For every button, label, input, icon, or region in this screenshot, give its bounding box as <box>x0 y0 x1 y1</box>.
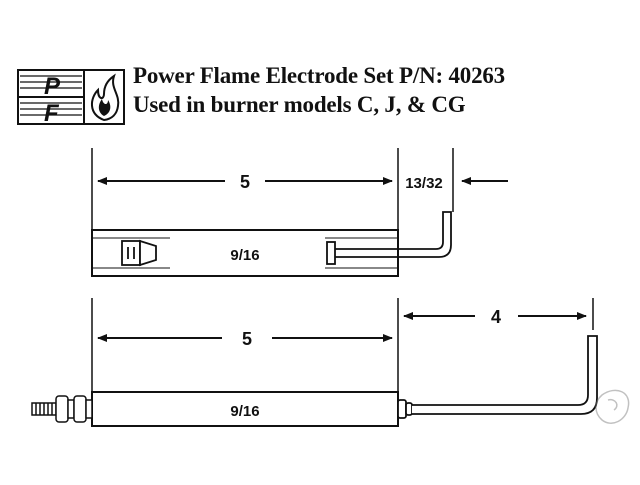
top-diameter-label: 9/16 <box>230 247 259 264</box>
logo-letter-f: F <box>44 100 60 127</box>
ebay-watermark-icon <box>595 389 630 424</box>
bottom-electrode-drawing: 5 4 9/16 <box>31 298 598 427</box>
flame-icon <box>91 73 120 122</box>
logo-stripes <box>20 75 82 116</box>
page-title: Power Flame Electrode Set P/N: 40263 <box>133 63 505 88</box>
rod-extension-label: 4 <box>491 307 501 327</box>
bottom-length-label: 5 <box>242 329 252 349</box>
electrode-rod-bottom <box>397 335 598 419</box>
electrode-rod-top <box>326 211 452 265</box>
gap-label: 13/32 <box>405 175 443 192</box>
top-length-label: 5 <box>240 172 250 192</box>
page-subtitle: Used in burner models C, J, & CG <box>133 92 466 117</box>
top-electrode-drawing: 5 13/32 9/16 <box>91 148 508 277</box>
threaded-terminal <box>31 395 93 423</box>
logo-letter-p: P <box>44 73 61 100</box>
bottom-diameter-label: 9/16 <box>230 403 259 420</box>
pf-logo: P F <box>17 69 125 127</box>
terminal-connector <box>121 239 157 267</box>
